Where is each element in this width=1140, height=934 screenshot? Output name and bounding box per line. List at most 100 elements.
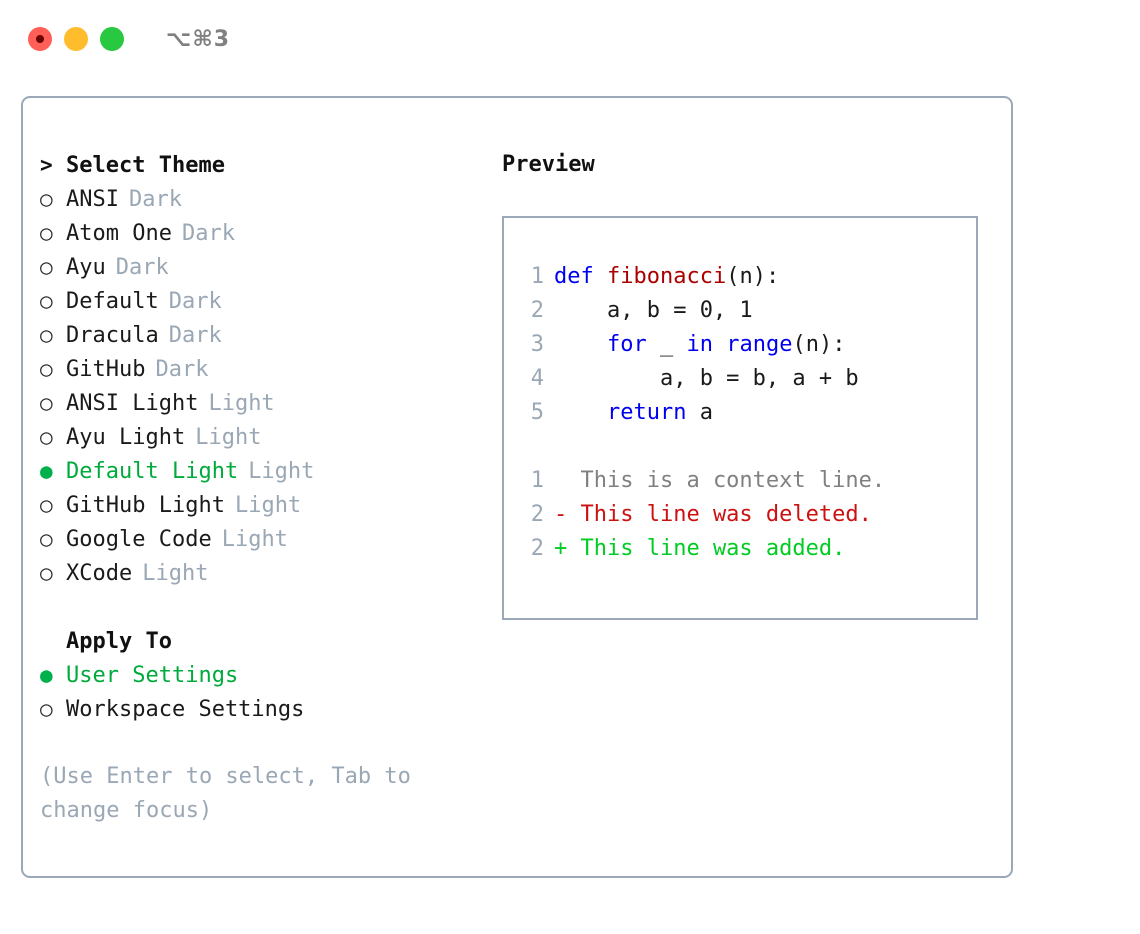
title-bar: ⌥⌘3: [0, 0, 1140, 78]
apply-to-item[interactable]: ● User Settings: [40, 658, 500, 692]
radio-unselected-icon: ○: [40, 493, 53, 517]
theme-variant-badge: Dark: [181, 221, 235, 246]
code-diff-spacer: [516, 430, 976, 464]
token-txt: (n):: [726, 264, 780, 289]
radio-selected-icon: ●: [40, 459, 53, 483]
theme-name: Ayu Light: [66, 425, 186, 450]
apply-to-marker-placeholder: [40, 624, 66, 658]
token-kw: range: [726, 332, 793, 357]
token-kw: for: [606, 332, 647, 357]
token-txt: (n):: [792, 332, 846, 357]
apply-to-label: Workspace Settings: [66, 697, 305, 722]
line-number: 1: [530, 468, 544, 493]
window-controls: [28, 27, 124, 51]
close-button[interactable]: [28, 27, 52, 51]
apply-to-title: Apply To: [66, 629, 172, 654]
token-kw: in: [686, 332, 713, 357]
line-content: a, b = 0, 1: [554, 294, 753, 328]
theme-variant-badge: Dark: [128, 187, 182, 212]
line-number: 5: [530, 400, 544, 425]
apply-to-label: User Settings: [66, 663, 239, 688]
code-line: 1 def fibonacci(n):: [516, 260, 976, 294]
radio-unselected-icon: ○: [40, 323, 53, 347]
radio-unselected-icon: ○: [40, 561, 53, 585]
theme-list-item[interactable]: ○ ANSI Dark: [40, 182, 500, 216]
theme-list-item[interactable]: ○ Ayu Dark: [40, 250, 500, 284]
theme-variant-badge: Dark: [115, 255, 169, 280]
theme-variant-badge: Dark: [168, 323, 222, 348]
radio-unselected-icon: ○: [40, 527, 53, 551]
section-title: Select Theme: [66, 153, 225, 178]
theme-variant-badge: Light: [234, 493, 302, 518]
token-txt: a, b = b, a + b: [554, 366, 859, 391]
theme-name: ANSI: [66, 187, 119, 212]
theme-list-item[interactable]: ○ Atom One Dark: [40, 216, 500, 250]
radio-unselected-icon: ○: [40, 187, 53, 211]
radio-unselected-icon: ○: [40, 289, 53, 313]
theme-name: Google Code: [66, 527, 212, 552]
line-number: 2: [530, 502, 544, 527]
prompt-caret-icon: >: [40, 153, 53, 177]
diff-sample: 1 This is a context line. 2 - This line wa…: [516, 464, 976, 566]
theme-name: Ayu: [66, 255, 106, 280]
line-content: def fibonacci(n):: [554, 260, 779, 294]
radio-unselected-icon: ○: [40, 221, 53, 245]
code-line: 3 for _ in range(n):: [516, 328, 976, 362]
token-txt: a: [686, 400, 713, 425]
line-content: a, b = b, a + b: [554, 362, 859, 396]
maximize-button[interactable]: [100, 27, 124, 51]
preview-title: Preview: [502, 152, 595, 177]
radio-selected-icon: ●: [40, 663, 53, 687]
theme-name: Atom One: [66, 221, 172, 246]
theme-list-item[interactable]: ○ Google Code Light: [40, 522, 500, 556]
keyboard-shortcut-label: ⌥⌘3: [166, 26, 231, 52]
line-number: 2: [530, 536, 544, 561]
token-fn: fibonacci: [606, 264, 727, 289]
line-content: + This line was added.: [554, 532, 845, 566]
token-txt: a, b = 0, 1: [554, 298, 753, 323]
line-content: - This line was deleted.: [554, 498, 872, 532]
theme-name: Default Light: [66, 459, 239, 484]
radio-unselected-icon: ○: [40, 255, 53, 279]
radio-unselected-icon: ○: [40, 391, 53, 415]
token-add: + This line was added.: [554, 536, 846, 561]
line-content: return a: [554, 396, 713, 430]
theme-name: GitHub: [66, 357, 146, 382]
theme-variant-badge: Light: [221, 527, 288, 552]
apply-to-item[interactable]: ○Workspace Settings: [40, 692, 500, 726]
diff-line: 2 + This line was added.: [516, 532, 976, 566]
line-number: 1: [530, 264, 544, 289]
token-txt: [554, 332, 607, 357]
radio-unselected-icon: ○: [40, 425, 53, 449]
line-content: for _ in range(n):: [554, 328, 845, 362]
radio-unselected-icon: ○: [40, 357, 53, 381]
apply-to-heading: Apply To: [40, 624, 500, 658]
token-kw: def: [554, 264, 607, 289]
diff-line: 1 This is a context line.: [516, 464, 976, 498]
select-theme-heading: > Select Theme: [40, 148, 500, 182]
code-line: 4 a, b = b, a + b: [516, 362, 976, 396]
line-number: 2: [530, 298, 544, 323]
token-txt: [713, 332, 726, 357]
token-txt: [554, 400, 607, 425]
token-del: - This line was deleted.: [554, 502, 872, 527]
recording-indicator-icon: [36, 35, 44, 43]
minimize-button[interactable]: [64, 27, 88, 51]
theme-variant-badge: Light: [208, 391, 275, 416]
list-spacer: [40, 590, 500, 624]
theme-variant-badge: Dark: [168, 289, 222, 314]
